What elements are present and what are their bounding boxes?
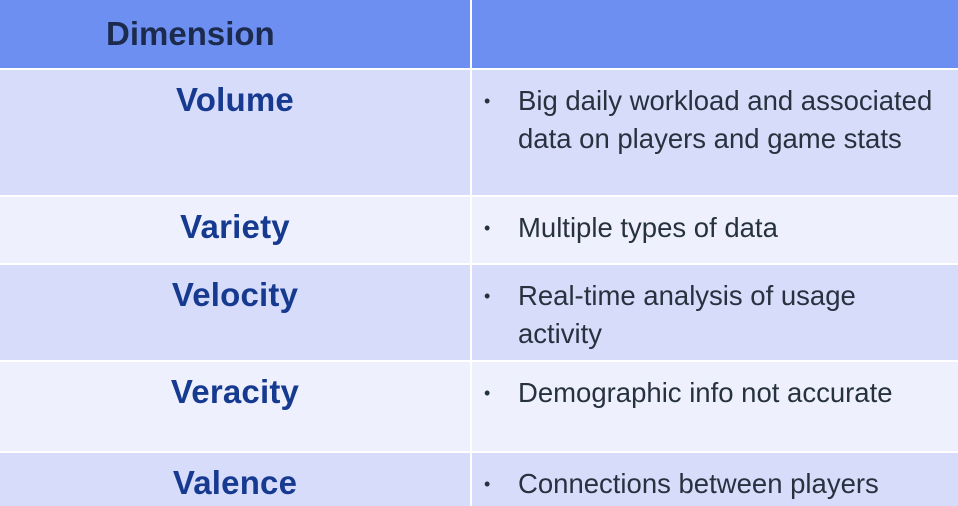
header-description-cell bbox=[472, 0, 958, 68]
table-row-description: • Multiple types of data bbox=[472, 197, 958, 263]
table-row-dimension: Veracity bbox=[0, 362, 470, 451]
bullet-icon: • bbox=[484, 218, 491, 238]
table-row-description: • Real-time analysis of usage activity bbox=[472, 265, 958, 360]
description-text: Big daily workload and associated data o… bbox=[518, 85, 933, 154]
table-row-dimension: Variety bbox=[0, 197, 470, 263]
dimension-label: Variety bbox=[180, 208, 290, 245]
description-text: Real-time analysis of usage activity bbox=[518, 280, 856, 349]
table-row-description: • Connections between players bbox=[472, 453, 958, 506]
bullet-icon: • bbox=[484, 91, 491, 111]
description-text: Connections between players bbox=[518, 468, 879, 499]
bullet-icon: • bbox=[484, 474, 491, 494]
bullet-icon: • bbox=[484, 383, 491, 403]
description-text: Demographic info not accurate bbox=[518, 377, 893, 408]
header-dimension-cell: Dimension bbox=[0, 0, 470, 68]
dimension-label: Volume bbox=[176, 81, 294, 118]
header-dimension-label: Dimension bbox=[106, 15, 275, 52]
dimension-label: Veracity bbox=[170, 373, 300, 410]
table-row-description: • Demographic info not accurate bbox=[472, 362, 958, 451]
bullet-icon: • bbox=[484, 286, 491, 306]
dimension-label: Valence bbox=[172, 464, 298, 501]
table-row-dimension: Velocity bbox=[0, 265, 470, 360]
table-row-dimension: Valence bbox=[0, 453, 470, 506]
table-row-dimension: Volume bbox=[0, 70, 470, 195]
dimension-label: Velocity bbox=[171, 276, 299, 313]
description-text: Multiple types of data bbox=[518, 212, 778, 243]
table-row-description: • Big daily workload and associated data… bbox=[472, 70, 958, 195]
